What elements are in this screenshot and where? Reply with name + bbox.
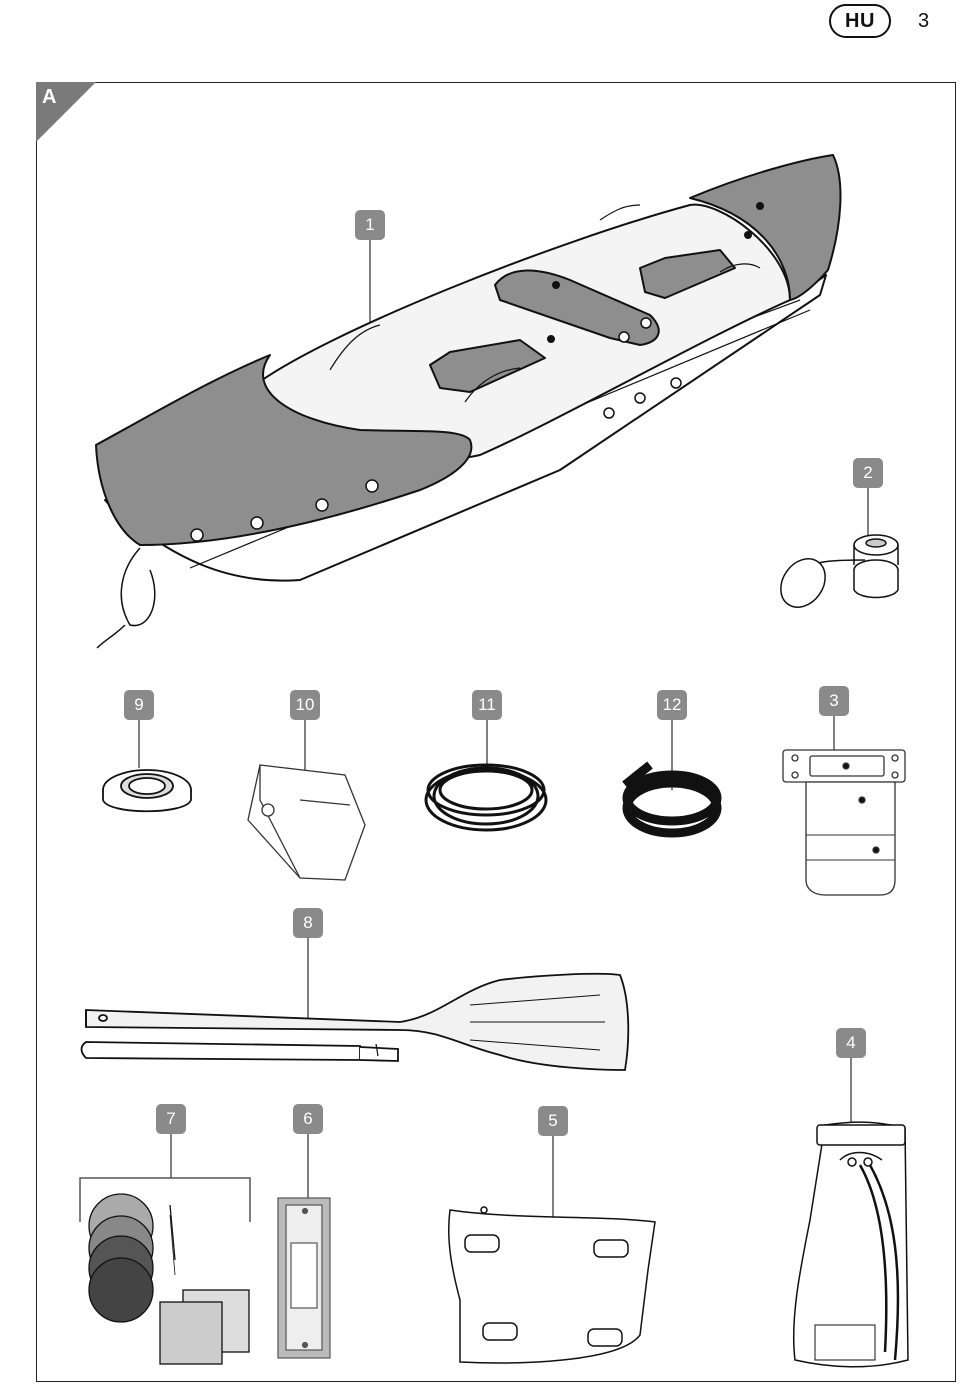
callout-5: 5 <box>538 1106 568 1136</box>
figure-frame <box>36 82 956 1382</box>
callout-9: 9 <box>124 690 154 720</box>
page-header: HU 3 <box>0 0 960 60</box>
page-number: 3 <box>918 10 930 32</box>
callout-1: 1 <box>355 210 385 240</box>
callout-2: 2 <box>853 458 883 488</box>
callout-7: 7 <box>156 1104 186 1134</box>
figure-label: A <box>42 86 57 108</box>
callout-11: 11 <box>472 690 502 720</box>
callout-10: 10 <box>290 690 320 720</box>
callout-4: 4 <box>836 1028 866 1058</box>
callout-8: 8 <box>293 908 323 938</box>
callout-3: 3 <box>819 686 849 716</box>
language-badge: HU <box>829 4 891 38</box>
callout-6: 6 <box>293 1104 323 1134</box>
callout-12: 12 <box>657 690 687 720</box>
